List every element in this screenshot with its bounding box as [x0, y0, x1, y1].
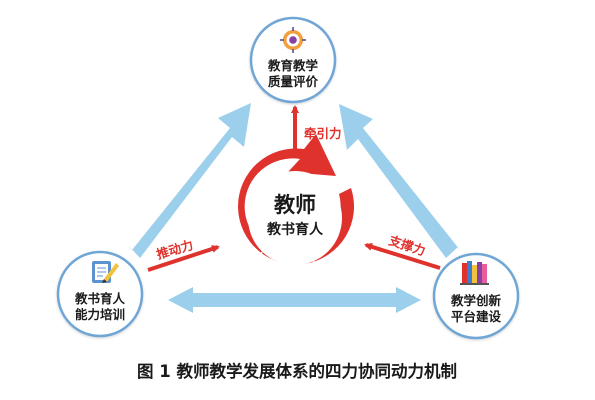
node-top-line2: 质量评价: [268, 74, 319, 89]
node-right-line2: 平台建设: [451, 309, 502, 324]
support-arrow: [364, 242, 441, 270]
node-right-line1: 教学创新: [450, 293, 502, 308]
node-left-line2: 能力培训: [75, 307, 125, 322]
cycle-inner: [248, 171, 342, 265]
notepad-pencil-icon: [92, 261, 119, 283]
blue-arrow-left-to-top: [128, 103, 251, 258]
node-top: [249, 16, 337, 104]
center-subtitle: 教书育人: [267, 221, 324, 238]
center-title: 教师: [274, 193, 316, 217]
node-right: [432, 252, 520, 340]
cycle-ring: [238, 134, 355, 265]
center-cycle: 教师 教书育人 内 驱 力: [238, 134, 355, 279]
push-arrow: [147, 245, 220, 272]
figure-caption: 图 1 教师教学发展体系的四力协同动力机制: [137, 361, 457, 381]
pull-label: 牵引力: [304, 126, 342, 141]
node-top-line1: 教育教学: [267, 58, 319, 73]
ring-char-2: 驱: [280, 264, 293, 279]
ring-char-3: 力: [307, 256, 324, 275]
node-left: [56, 250, 144, 338]
node-left-line1: 教书育人: [74, 291, 126, 306]
blue-arrow-right-to-top: [339, 104, 460, 258]
target-icon: [280, 27, 306, 53]
books-icon: [460, 261, 489, 285]
blue-arrow-bottom: [168, 287, 421, 313]
